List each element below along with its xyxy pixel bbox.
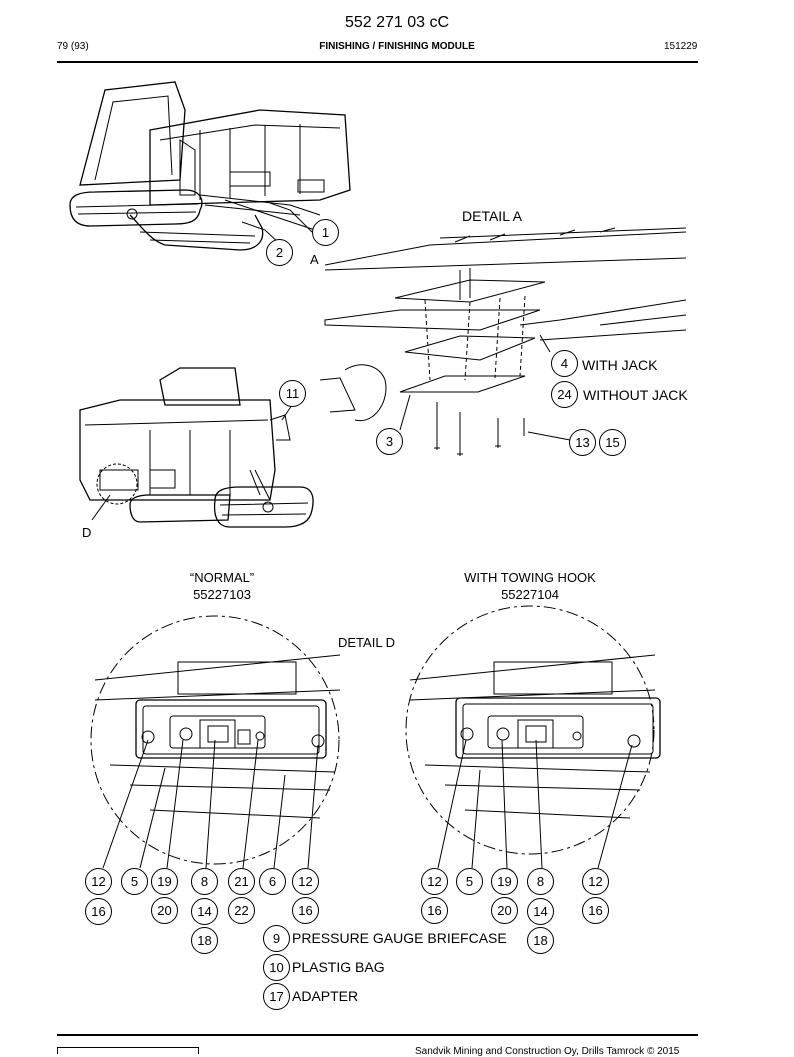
callout-towing-19: 19 xyxy=(491,868,518,895)
date-code: 151229 xyxy=(664,41,698,52)
leader-lines-top xyxy=(91,202,571,521)
header-rule xyxy=(57,61,698,63)
marker-a: A xyxy=(310,252,319,267)
callout-normal-19: 19 xyxy=(151,868,178,895)
document-number: 552 271 03 cC xyxy=(344,14,450,31)
callout-towing-8: 8 xyxy=(527,868,554,895)
callout-normal-5: 5 xyxy=(121,868,148,895)
callout-towing-16-left: 16 xyxy=(421,897,448,924)
marker-d: D xyxy=(82,525,92,540)
legend-text-17: ADAPTER xyxy=(292,988,359,1004)
detail-a-label: DETAIL A xyxy=(462,208,522,224)
footer-rule xyxy=(57,1034,698,1036)
callout-towing-18: 18 xyxy=(527,927,554,954)
callout-normal-8: 8 xyxy=(191,868,218,895)
callout-3: 3 xyxy=(376,428,403,455)
legend-callout-17: 17 xyxy=(263,983,290,1010)
towing-title: WITH TOWING HOOK xyxy=(464,570,596,585)
callout-normal-6: 6 xyxy=(259,868,286,895)
detail-a-exploded-view xyxy=(319,227,687,456)
with-jack-label: WITH JACK xyxy=(582,357,658,373)
section-title: FINISHING / FINISHING MODULE xyxy=(319,41,475,52)
normal-part-number: 55227103 xyxy=(193,587,251,602)
callout-towing-12-right: 12 xyxy=(582,868,609,895)
callout-towing-12-left: 12 xyxy=(421,868,448,895)
callout-normal-14: 14 xyxy=(191,898,218,925)
drill-rig-rear-view xyxy=(79,367,314,528)
detail-d-normal-view xyxy=(90,615,341,865)
legend-callout-10: 10 xyxy=(263,954,290,981)
callout-normal-18: 18 xyxy=(191,927,218,954)
callout-normal-21: 21 xyxy=(228,868,255,895)
callout-13: 13 xyxy=(569,429,596,456)
callout-11: 11 xyxy=(279,380,306,407)
callout-normal-12-right: 12 xyxy=(292,868,319,895)
without-jack-label: WITHOUT JACK xyxy=(583,387,688,403)
callout-24: 24 xyxy=(551,381,578,408)
towing-part-number: 55227104 xyxy=(501,587,559,602)
page-number: 79 (93) xyxy=(57,41,89,52)
legend-text-9: PRESSURE GAUGE BRIEFCASE xyxy=(292,930,507,946)
callout-2: 2 xyxy=(266,239,293,266)
detail-d-label: DETAIL D xyxy=(338,635,396,650)
callout-15: 15 xyxy=(599,429,626,456)
callout-normal-12-left: 12 xyxy=(85,868,112,895)
legend-text-10: PLASTIG BAG xyxy=(292,959,385,975)
footer-logo xyxy=(57,1047,199,1054)
callout-towing-16-right: 16 xyxy=(582,897,609,924)
callout-towing-5: 5 xyxy=(456,868,483,895)
callout-normal-22: 22 xyxy=(228,897,255,924)
callout-1: 1 xyxy=(312,219,339,246)
callout-normal-16-left: 16 xyxy=(85,898,112,925)
drill-rig-front-view xyxy=(69,81,351,251)
callout-4: 4 xyxy=(551,350,578,377)
footer-copyright: Sandvik Mining and Construction Oy, Dril… xyxy=(415,1046,680,1057)
callout-towing-14: 14 xyxy=(527,898,554,925)
callout-towing-20: 20 xyxy=(491,897,518,924)
normal-title: “NORMAL” xyxy=(189,570,255,585)
callout-normal-20: 20 xyxy=(151,897,178,924)
legend-callout-9: 9 xyxy=(263,925,290,952)
leader-lines-detail-d xyxy=(102,739,633,869)
callout-normal-16-right: 16 xyxy=(292,897,319,924)
detail-d-towing-view xyxy=(405,605,661,855)
